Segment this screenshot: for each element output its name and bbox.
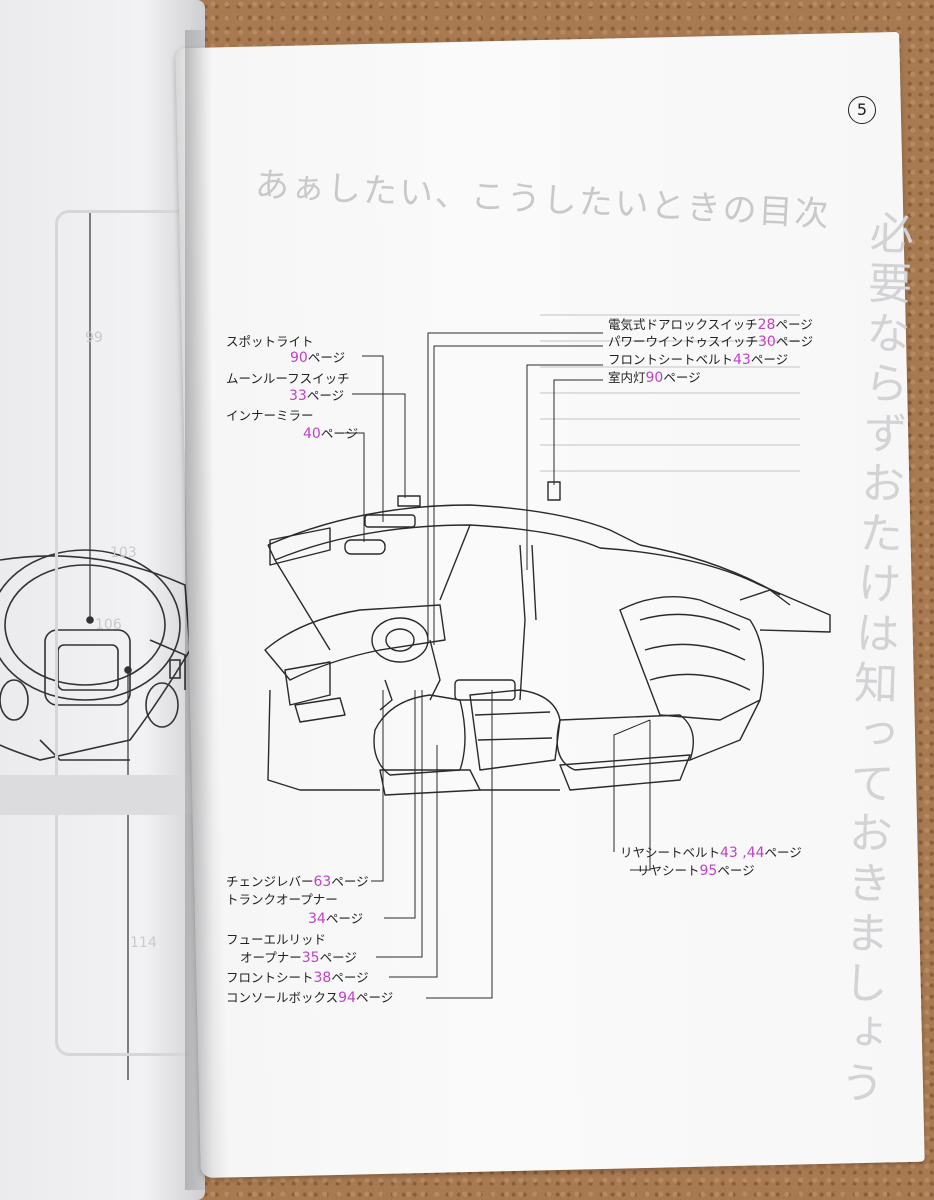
label-text: スポットライト [226,334,314,349]
rear-shelf [739,589,791,606]
label-text: リヤシート [637,863,700,878]
page-suffix: ページ [306,388,345,403]
book-spine-shadow [185,30,213,1190]
inner-mirror-page: 40ページ [303,426,358,442]
b-pillar [519,544,526,701]
page-suffix: ページ [663,370,701,385]
rear-seat-label: リヤシート95ページ [637,863,755,879]
page-suffix: ページ [331,874,369,889]
page-number: 5 [848,96,876,124]
power-window-label: パワーウインドゥスイッチ30ページ [608,334,813,350]
page-suffix: ページ [717,863,755,878]
page-ref: 40 [303,426,321,442]
page-suffix: ページ [325,911,364,926]
page-ref: 35 [301,950,320,966]
page-ref: 43 ,44 [720,845,765,861]
page-suffix: ページ [319,950,357,965]
change-lever-label: チェンジレバー63ページ [226,874,369,890]
spotlight-label: スポットライト [226,334,314,350]
inner-mirror-label: インナーミラー [226,408,314,424]
fuel-lid-page: オープナー35ページ [240,950,357,966]
page-ref: 90 [290,350,308,366]
front-seatbelt-label: フロントシートベルト43ページ [608,352,788,368]
trunk-opener-label: トランクオープナー [226,892,338,908]
console-box-label: コンソールボックス94ページ [226,990,393,1006]
label-text: 電気式ドアロックスイッチ [608,317,758,332]
label-text: フロントシート [226,970,314,985]
trunk-opener-page: 34ページ [308,911,363,927]
label-text: チェンジレバー [226,874,314,889]
page-ref: 38 [313,970,332,986]
label-text: フューエルリッド [226,932,327,947]
show-through-number: 99 [85,330,103,346]
front-seat-label: フロントシート38ページ [226,970,369,986]
page-ref: 90 [645,370,664,386]
page-ref: 43 [733,352,751,368]
fuel-lid-label: フューエルリッド [226,932,326,948]
label-text: インナーミラー [226,408,314,423]
label-text: ムーンルーフスイッチ [226,371,350,386]
dashboard [264,604,446,681]
rear-seat-cushion [556,714,694,771]
page-ref: 95 [699,863,718,879]
show-through-number: 114 [130,935,157,951]
show-through-band [0,775,200,815]
moonroof-label: ムーンルーフスイッチ [226,371,350,387]
leader-lines [345,332,651,999]
dashboard-illustration [0,210,191,1080]
page-suffix: ページ [750,352,789,367]
room-light-label: 室内灯90ページ [608,370,701,386]
page-ref: 63 [313,874,332,890]
page-ref: 34 [308,911,326,927]
page-ref: 33 [289,388,307,404]
floor-front [267,689,380,791]
page-ref: 30 [758,334,776,350]
show-through-number: 103 [110,545,137,561]
moonroof-page: 33ページ [289,388,344,404]
door-lock-label: 電気式ドアロックスイッチ28ページ [608,317,813,333]
label-text: リヤシートベルト [620,845,721,860]
left-page: 99 103 106 114 [0,0,205,1200]
label-text: オープナー [240,950,302,965]
label-text: パワーウインドゥスイッチ [608,334,759,349]
rear-view-mirror [344,539,386,555]
page-suffix: ページ [320,426,359,441]
page-suffix: ページ [331,970,369,985]
sun-visor [269,527,331,566]
spotlight-page: 90ページ [290,350,345,366]
roof-outline [267,504,641,546]
rear-seat-back [619,596,764,721]
label-text: フロントシートベルト [608,352,734,367]
label-text: トランクオープナー [226,892,338,907]
show-through-lines [540,290,800,480]
show-through-number: 106 [95,617,122,633]
label-text: 室内灯 [608,370,646,385]
roof-console [364,514,416,528]
front-seat-left [373,694,466,776]
page-suffix: ページ [355,990,394,1005]
change-lever [379,679,393,711]
front-seat-right [469,689,561,771]
console-box [454,679,516,701]
page-ref: 94 [338,990,356,1006]
page-suffix: ページ [764,845,802,860]
page-suffix: ページ [775,317,813,332]
steering-wheel [371,617,429,663]
page-ref: 28 [757,317,776,333]
page-suffix: ページ [307,350,346,365]
moonroof-switch [397,495,421,507]
rear-seatbelt-label: リヤシートベルト43 ,44ページ [620,845,802,861]
page-suffix: ページ [775,334,814,349]
label-text: コンソールボックス [226,990,339,1005]
